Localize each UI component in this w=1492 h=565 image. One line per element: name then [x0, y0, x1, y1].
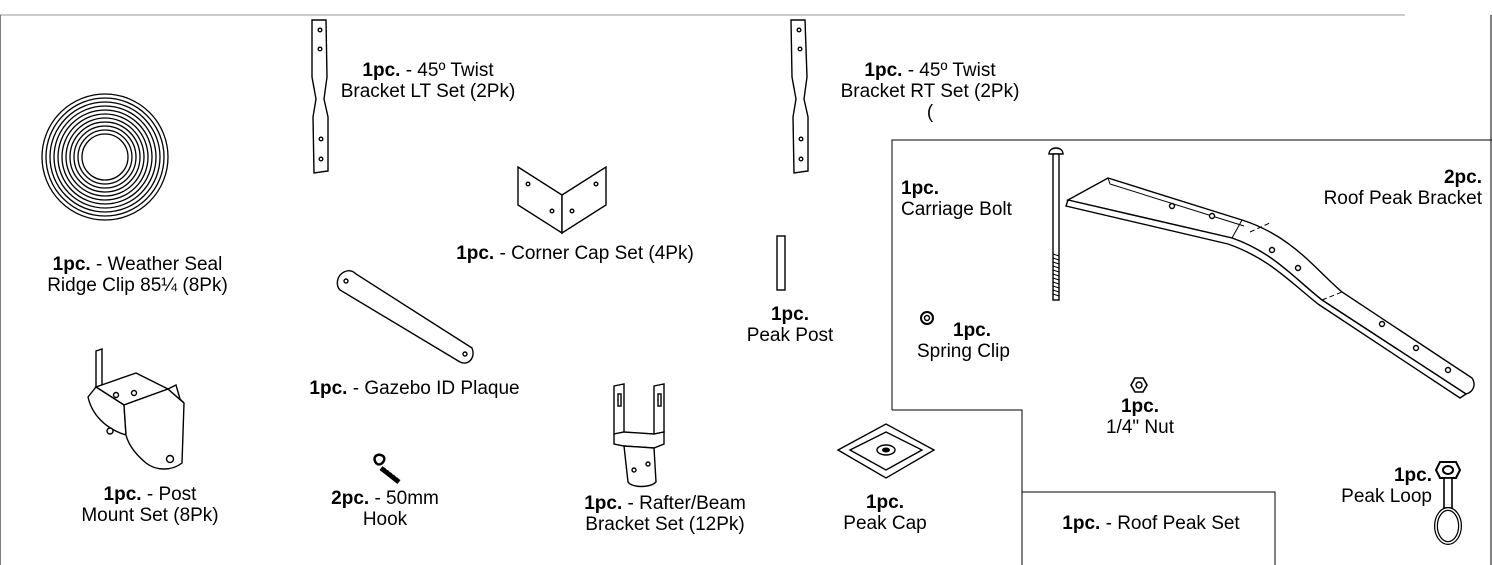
peak-loop-icon — [1434, 461, 1462, 545]
peak-post-icon — [776, 235, 786, 291]
gazebo-id-plaque-icon — [336, 269, 474, 364]
roof-peak-bracket-icon — [1065, 177, 1475, 399]
carriage-bolt-label: 1pc. Carriage Bolt — [901, 178, 1012, 220]
gazebo-id-plaque-label: 1pc. - Gazebo ID Plaque — [309, 378, 520, 399]
roof-peak-bracket-label: 2pc. Roof Peak Bracket — [1323, 167, 1482, 209]
roof-peak-set-label: 1pc. - Roof Peak Set — [1062, 513, 1240, 534]
peak-post-label: 1pc. Peak Post — [746, 304, 834, 346]
nut-label: 1pc. 1/4" Nut — [1105, 396, 1174, 438]
post-mount-icon — [87, 348, 185, 470]
twist-bracket-rt-icon — [790, 19, 809, 174]
peak-cap-label: 1pc. Peak Cap — [843, 492, 927, 534]
post-mount-label: 1pc. - Post Mount Set (8Pk) — [81, 484, 219, 526]
hook-icon — [373, 453, 402, 484]
spring-clip-label: 1pc. Spring Clip — [917, 320, 1010, 362]
rafter-beam-bracket-icon — [613, 383, 665, 488]
weather-seal-label: 1pc. - Weather Seal Ridge Clip 85¼ (8Pk) — [47, 254, 228, 296]
nut-icon — [1130, 377, 1148, 393]
carriage-bolt-icon — [1048, 147, 1064, 301]
twist-bracket-rt-label: 1pc. - 45º Twist Bracket RT Set (2Pk) ( — [840, 60, 1020, 123]
twist-bracket-lt-label: 1pc. - 45º Twist Bracket LT Set (2Pk) — [340, 60, 516, 102]
corner-cap-label: 1pc. - Corner Cap Set (4Pk) — [456, 243, 694, 264]
hook-label: 2pc. - 50mm Hook — [331, 488, 439, 530]
weather-seal-coil-icon — [41, 93, 169, 221]
peak-loop-label: 1pc. Peak Loop — [1341, 465, 1432, 507]
peak-cap-icon — [836, 423, 936, 479]
spring-clip-icon — [920, 311, 934, 325]
corner-cap-icon — [517, 165, 607, 235]
twist-bracket-lt-icon — [311, 19, 329, 174]
rafter-beam-bracket-label: 1pc. - Rafter/Beam Bracket Set (12Pk) — [584, 493, 746, 535]
